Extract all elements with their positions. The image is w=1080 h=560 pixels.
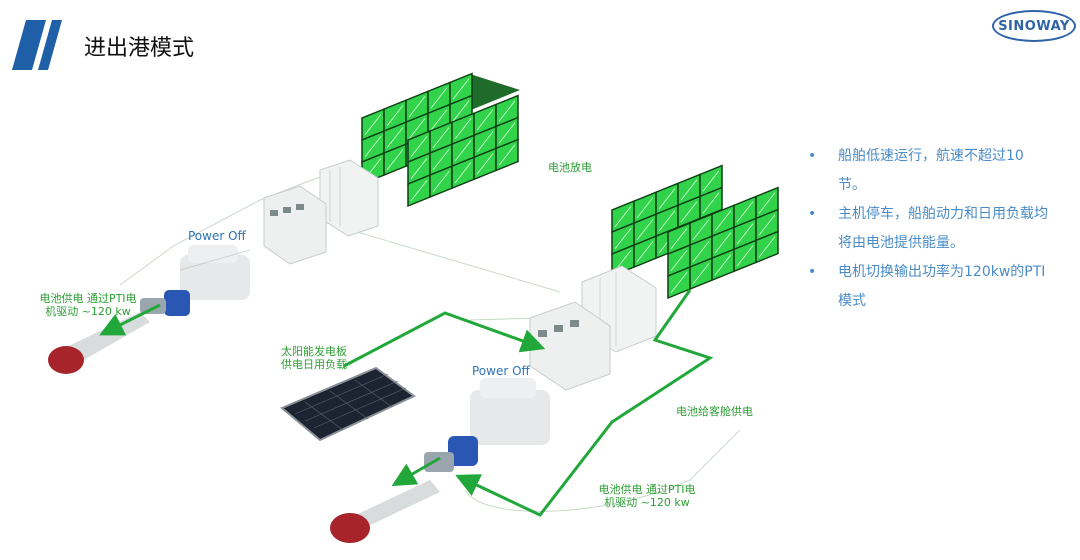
bullet-dot-icon: • (808, 264, 817, 280)
engine-right-off (470, 378, 550, 445)
label-battery-discharge: 电池放电 (548, 161, 592, 174)
propeller-left (48, 312, 150, 374)
solar-panel (280, 366, 416, 442)
connection-lines-gray (119, 174, 741, 512)
notes-list: • 船舶低速运行，航速不超过10节。 • 主机停车，船舶动力和日用负载均将由电池提供… (808, 142, 1048, 316)
page-title: 进出港模式 (84, 36, 195, 61)
label-pti-right-line2: 机驱动 ~120 kw (604, 496, 690, 509)
label-solar-line1: 太阳能发电板 (281, 345, 347, 358)
engine-left-off (180, 245, 250, 300)
brand-logo: SINOWAY (992, 10, 1076, 42)
propeller-right (330, 480, 440, 543)
switchboard-upper (263, 159, 379, 265)
note-text: 船舶低速运行，航速不超过10节。 (838, 148, 1024, 193)
label-pti-right: 电池供电 通过PTI电 机驱动 ~120 kw (585, 483, 709, 509)
label-solar: 太阳能发电板 供电日用负载 (266, 345, 362, 371)
label-power-off-left: Power Off (188, 229, 246, 243)
switchboard-lower (529, 265, 657, 391)
label-power-off-right: Power Off (472, 364, 530, 378)
pti-motor-left (140, 290, 190, 316)
note-item: • 电机切换输出功率为120kw的PTI模式 (808, 258, 1048, 316)
label-pti-left-line2: 机驱动 ~120 kw (45, 305, 131, 318)
bullet-dot-icon: • (808, 206, 817, 222)
label-cabin-supply: 电池给客舱供电 (676, 405, 753, 418)
note-text: 电机切换输出功率为120kw的PTI模式 (838, 264, 1046, 309)
label-pti-left: 电池供电 通过PTI电 机驱动 ~120 kw (26, 292, 150, 318)
note-text: 主机停车，船舶动力和日用负载均将由电池提供能量。 (838, 206, 1048, 251)
battery-bank-upper (361, 72, 520, 207)
label-solar-line2: 供电日用负载 (281, 358, 347, 371)
slash-stripes-logo-icon (12, 20, 62, 70)
bullet-dot-icon: • (808, 148, 817, 164)
label-pti-left-line1: 电池供电 通过PTI电 (39, 292, 137, 305)
power-flow-lines-green (99, 289, 714, 517)
label-pti-right-line1: 电池供电 通过PTI电 (598, 483, 696, 496)
note-item: • 主机停车，船舶动力和日用负载均将由电池提供能量。 (808, 200, 1048, 258)
note-item: • 船舶低速运行，航速不超过10节。 (808, 142, 1048, 200)
pti-motor-right (424, 436, 478, 472)
